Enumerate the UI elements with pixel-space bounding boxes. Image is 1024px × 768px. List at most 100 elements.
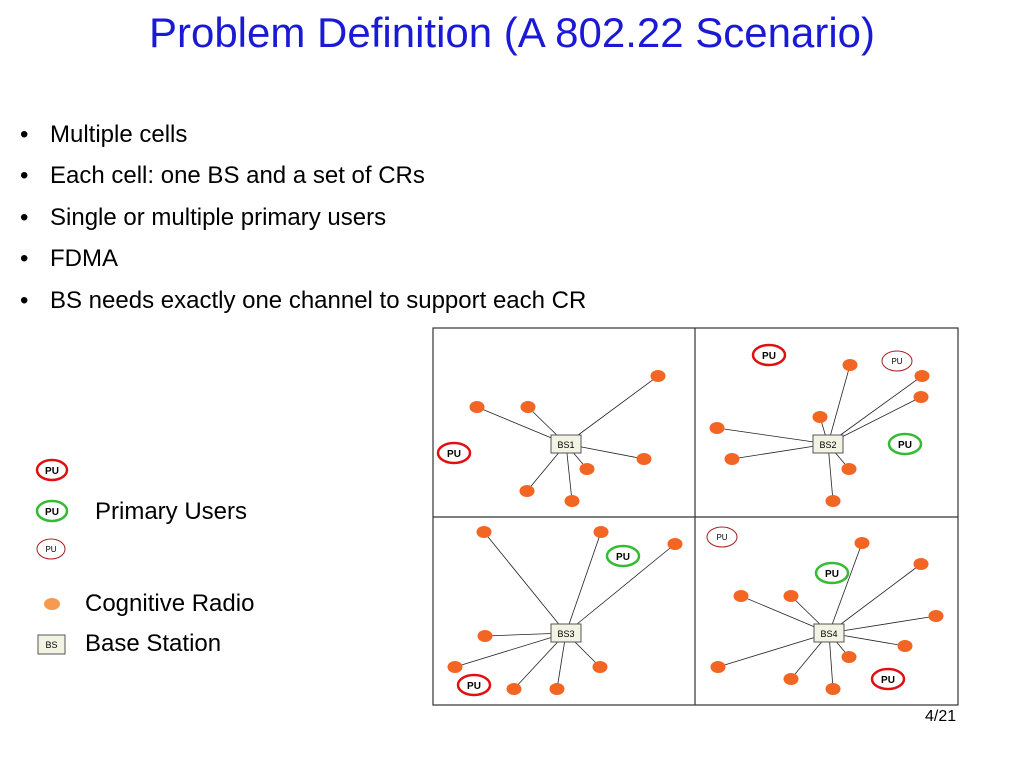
bullet-dot: • [20,286,29,314]
cr-link-line [454,632,567,668]
base-station-bs2: BS2 [812,434,844,454]
cognitive-radio-node [592,661,608,673]
base-station-label: BS2 [819,440,836,450]
cognitive-radio-node [913,558,929,570]
base-station-box [812,434,844,454]
legend-pu-small-icon [36,538,66,560]
base-station-box [813,623,845,643]
bullet-dot: • [20,162,29,190]
cognitive-radio-node [854,537,870,549]
primary-user-cell2-green: PU [887,432,923,456]
cognitive-radio-node [579,463,595,475]
cognitive-radio-node [812,411,828,423]
primary-user-icon [436,441,472,465]
cr-link-line [828,615,937,634]
legend-cognitive-radio-label: Cognitive Radio [85,590,255,617]
primary-user-label: PU [762,351,776,362]
primary-user-icon [870,667,906,691]
legend-pu-red-label: PU [45,466,59,477]
primary-user-cell3-green: PU [605,544,641,568]
cr-link-line [827,375,923,445]
primary-user-label: PU [825,569,839,580]
bullet-text: FDMA [50,245,118,273]
legend-cognitive-radio-icon [44,598,60,610]
cognitive-radio-node [842,359,858,371]
cr-link-line [828,542,863,634]
primary-user-icon [814,561,850,585]
cr-link-line [716,427,829,445]
cognitive-radio-node [650,370,666,382]
legend-pu-red-icon [35,458,69,482]
cognitive-radio-node [841,651,857,663]
base-station-label: BS4 [820,629,837,639]
cr-nodes [447,359,944,695]
cognitive-radio-node [897,640,913,652]
cognitive-radio-node [733,590,749,602]
cognitive-radio-node [519,485,535,497]
cognitive-radio-node [914,370,930,382]
cognitive-radio-node [476,526,492,538]
bullet-item: • BS needs exactly one channel to support… [20,280,586,321]
bullet-list: • Multiple cells •Each cell: one BS and a… [20,114,586,321]
cognitive-radio-node [841,463,857,475]
base-station-label: BS3 [557,629,574,639]
cr-link-line [565,375,659,445]
cognitive-radio-node [477,630,493,642]
primary-user-cell3-red: PU [456,673,492,697]
bullet-item: • Multiple cells [20,114,586,155]
primary-user-icon [456,673,492,697]
legend-pu-green-icon [35,499,69,523]
page-number: 4/21 [925,708,957,725]
legend-pu-green-label: PU [45,507,59,518]
cognitive-radio-node [469,401,485,413]
cognitive-radio-node [506,683,522,695]
cognitive-radio-node [549,683,565,695]
cognitive-radio-node [724,453,740,465]
cognitive-radio-node [825,683,841,695]
primary-user-icon [881,350,913,372]
bullet-text: Multiple cells [50,121,188,148]
bullet-text: Single or multiple primary users [50,203,387,231]
cr-links [454,364,937,690]
legend-pu-small-label: PU [45,545,56,554]
base-station-box [550,434,582,454]
primary-user-icon [887,432,923,456]
cognitive-radio-node [667,538,683,550]
legend-symbols: PU PU PU BS [35,458,69,655]
cr-link-line [483,531,567,634]
primary-user-cell4-small: PU [706,526,738,548]
primary-user-cell2-small: PU [881,350,913,372]
cognitive-radio-node [928,610,944,622]
primary-user-label: PU [891,357,902,366]
primary-user-cell4-red: PU [870,667,906,691]
primary-user-cell2-red: PU [751,343,787,367]
legend-bs-label: BS [45,640,57,650]
cognitive-radio-node [564,495,580,507]
cognitive-radio-node [913,391,929,403]
base-station-box [550,623,582,643]
base-station-label: BS1 [557,440,574,450]
bullet-dot: • [20,121,29,148]
cr-link-line [828,563,922,634]
bullet-dot: • [20,245,29,273]
cr-link-line [731,443,829,460]
cognitive-radio-node [636,453,652,465]
bullet-text: BS needs exactly one channel to support … [50,286,587,314]
base-station-bs1: BS1 [550,434,582,454]
primary-user-cell1-red: PU [436,441,472,465]
bullet-dot: • [20,203,29,231]
legend-base-station-icon [37,634,66,655]
slide-title: Problem Definition (A 802.22 Scenario) [148,9,876,56]
cr-link-line [827,364,851,445]
primary-user-icon [605,544,641,568]
cell-grid [432,327,959,706]
bullet-item: • FDMA [20,238,586,279]
primary-user-label: PU [616,552,630,563]
bullet-item: •Each cell: one BS and a set of CRs [20,155,586,196]
cr-link-line [565,531,602,634]
cognitive-radio-node [593,526,609,538]
cognitive-radio-node [709,422,725,434]
cr-link-line [565,543,676,634]
cognitive-radio-node [783,673,799,685]
